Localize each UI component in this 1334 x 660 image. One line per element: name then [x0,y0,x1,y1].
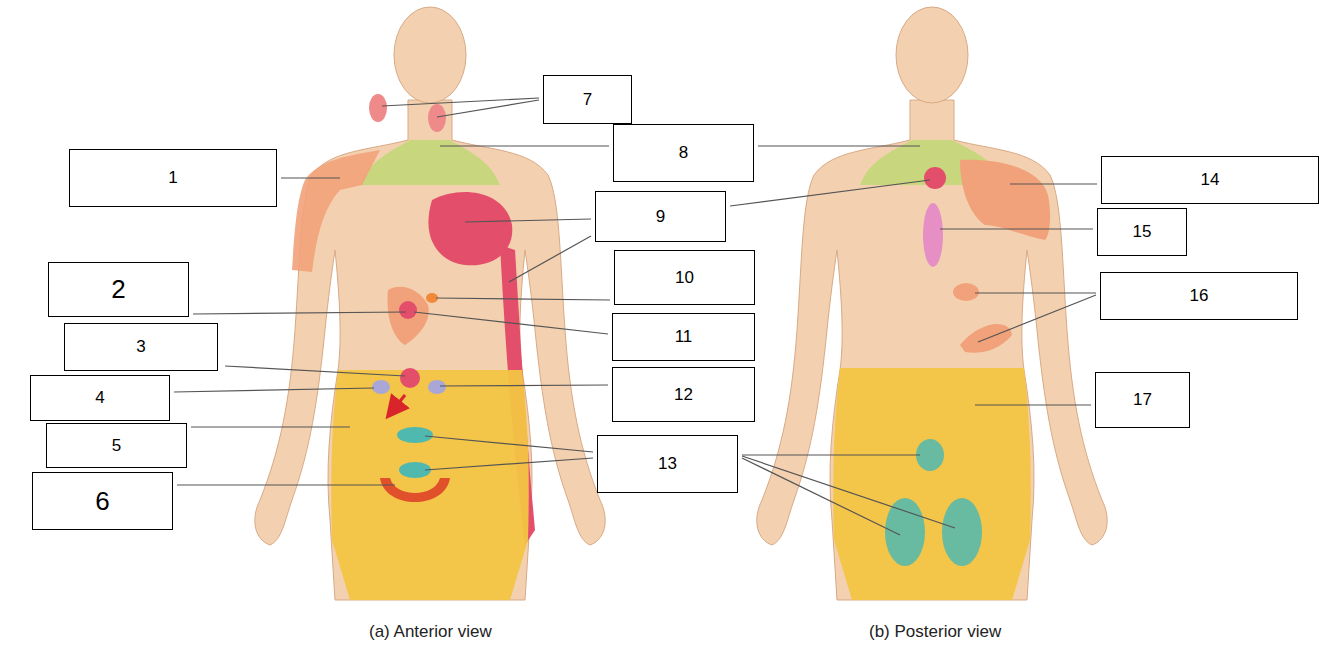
callout-number: 16 [1190,286,1209,306]
callout-box: 3 [64,323,218,371]
callout-box: 2 [48,262,189,317]
callout-number: 15 [1133,222,1152,242]
callout-number: 12 [674,385,693,405]
callout-number: 13 [658,454,677,474]
posterior-figure [757,7,1107,600]
anterior-regions [292,94,535,600]
callout-box: 7 [543,75,632,124]
callout-number: 17 [1133,390,1152,410]
callout-number: 10 [675,268,694,288]
callout-box: 16 [1100,272,1298,320]
callout-box: 10 [614,250,755,305]
callout-number: 1 [168,168,177,188]
callout-number: 7 [583,90,592,110]
callout-number: 4 [95,388,104,408]
callout-box: 1 [69,149,277,207]
callout-number: 11 [675,327,693,347]
callout-box: 5 [46,423,187,468]
view-caption: (b) Posterior view [869,622,1001,642]
callout-number: 9 [656,207,665,227]
view-caption: (a) Anterior view [369,622,492,642]
callout-number: 8 [679,143,688,163]
callout-box: 8 [613,124,754,182]
callout-number: 14 [1201,170,1220,190]
callout-box: 13 [597,435,738,493]
callout-number: 5 [112,436,121,456]
callout-box: 14 [1101,156,1319,204]
callout-number: 2 [111,274,125,305]
callout-box: 9 [595,191,726,242]
leader-lines [174,98,1097,535]
callout-number: 6 [95,486,109,517]
callout-number: 3 [136,337,145,357]
callout-box: 12 [612,367,755,422]
posterior-regions [833,140,1050,600]
callout-box: 15 [1097,208,1187,256]
callout-box: 4 [30,375,170,421]
callout-box: 6 [32,472,173,530]
callout-box: 11 [612,313,755,361]
callout-box: 17 [1095,372,1190,428]
